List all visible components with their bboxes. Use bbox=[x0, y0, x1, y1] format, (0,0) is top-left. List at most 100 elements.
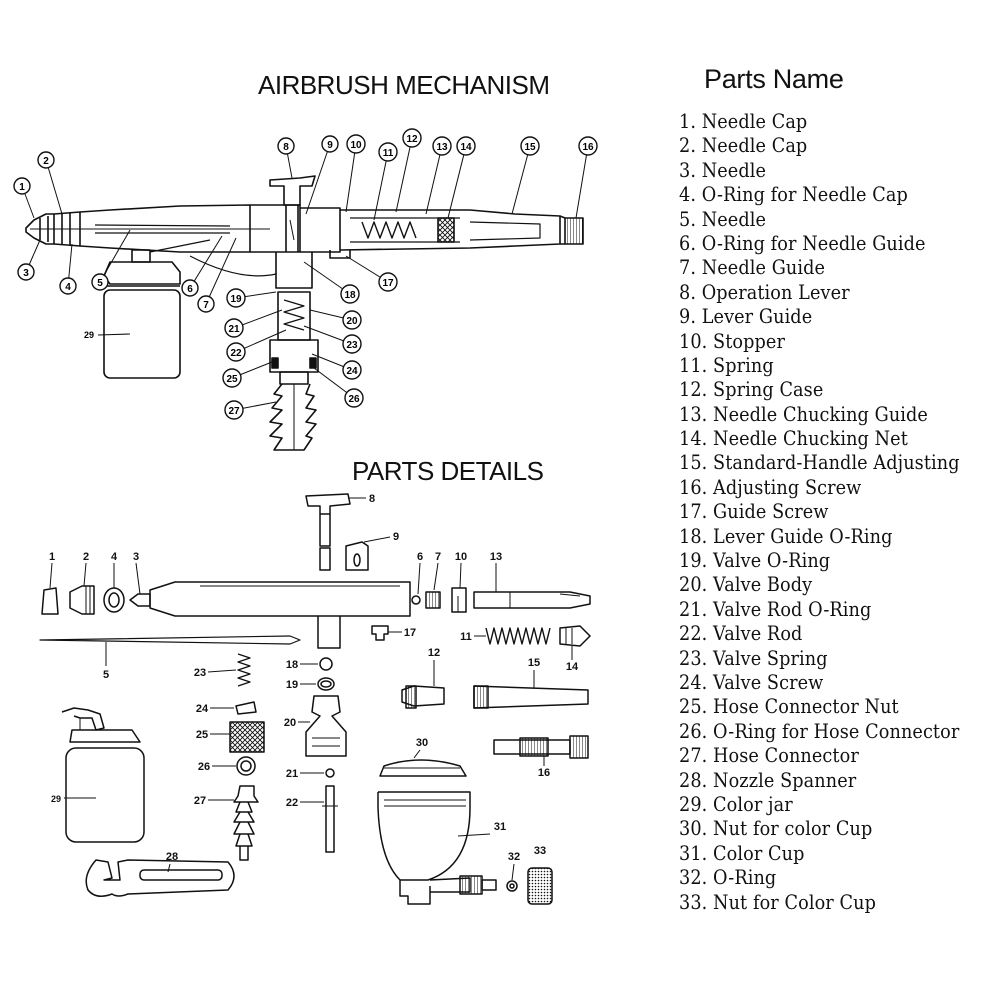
callout-11-label: 11 bbox=[383, 148, 394, 159]
detail-label-24: 24 bbox=[196, 703, 209, 715]
part-item: 13. Needle Chucking Guide bbox=[679, 402, 928, 426]
part-item: 12. Spring Case bbox=[679, 378, 824, 402]
mechanism-title: AIRBRUSH MECHANISM bbox=[258, 70, 550, 100]
detail-label-11: 11 bbox=[460, 631, 472, 643]
callout-4-label: 4 bbox=[65, 282, 71, 293]
callout-22-label: 22 bbox=[230, 348, 242, 359]
callout-12-label: 12 bbox=[406, 134, 418, 145]
detail-label-13: 13 bbox=[490, 551, 502, 563]
callout-25-label: 25 bbox=[226, 374, 238, 385]
callout-23: 23 bbox=[303, 325, 362, 354]
part-item: 22. Valve Rod bbox=[679, 622, 803, 646]
callout-3-label: 3 bbox=[23, 268, 29, 279]
callout-23-label: 23 bbox=[346, 340, 358, 351]
part-item: 15. Standard-Handle Adjusting bbox=[679, 451, 960, 475]
callout-10-label: 10 bbox=[350, 140, 362, 151]
callout-6-label: 6 bbox=[187, 284, 193, 295]
part-item: 8. Operation Lever bbox=[679, 280, 850, 304]
part-item: 5. Needle bbox=[679, 207, 767, 231]
callout-9-label: 9 bbox=[327, 140, 333, 151]
part-item: 29. Color jar bbox=[679, 792, 793, 816]
callout-27-label: 27 bbox=[228, 406, 240, 417]
callout-18-label: 18 bbox=[344, 290, 356, 301]
detail-label-19: 19 bbox=[286, 679, 298, 691]
callout-21: 21 bbox=[224, 309, 283, 338]
part-item: 30. Nut for color Cup bbox=[679, 817, 873, 841]
part-item: 10. Stopper bbox=[679, 329, 786, 353]
callout-16-label: 16 bbox=[582, 142, 594, 153]
callout-8: 8 bbox=[277, 137, 295, 179]
callout-17: 17 bbox=[345, 255, 398, 292]
callout-1-label: 1 bbox=[19, 182, 25, 193]
detail-label-33: 33 bbox=[534, 845, 546, 857]
detail-label-7: 7 bbox=[435, 551, 441, 563]
detail-label-17: 17 bbox=[404, 627, 416, 639]
part-item: 9. Lever Guide bbox=[679, 305, 813, 329]
part-item: 14. Needle Chucking Net bbox=[679, 427, 908, 451]
callout-18: 18 bbox=[303, 261, 360, 304]
part-item: 31. Color Cup bbox=[679, 841, 805, 865]
part-item: 33. Nut for Color Cup bbox=[679, 890, 876, 914]
part-item: 7. Needle Guide bbox=[679, 256, 826, 280]
callout-15: 15 bbox=[511, 136, 540, 215]
part-item: 2. Needle Cap bbox=[679, 134, 808, 158]
callout-11: 11 bbox=[373, 142, 398, 221]
parts-details bbox=[39, 493, 591, 905]
callout-5-label: 5 bbox=[97, 278, 103, 289]
part-item: 27. Hose Connector bbox=[679, 744, 859, 768]
callout-2: 2 bbox=[37, 151, 63, 215]
detail-label-3: 3 bbox=[133, 551, 139, 563]
detail-label-28: 28 bbox=[166, 851, 178, 863]
callout-10: 10 bbox=[345, 134, 366, 213]
callout-24: 24 bbox=[311, 353, 362, 380]
part-item: 18. Lever Guide O-Ring bbox=[679, 524, 893, 548]
callout-3: 3 bbox=[17, 239, 41, 281]
part-item: 4. O-Ring for Needle Cap bbox=[679, 183, 908, 207]
callout-7-label: 7 bbox=[203, 300, 209, 311]
callout-19-label: 19 bbox=[230, 294, 242, 305]
part-item: 32. O-Ring bbox=[679, 866, 777, 890]
detail-label-9: 9 bbox=[393, 531, 399, 543]
callout-17-label: 17 bbox=[382, 278, 394, 289]
part-item: 26. O-Ring for Hose Connector bbox=[679, 719, 960, 743]
part-item: 16. Adjusting Screw bbox=[679, 475, 862, 499]
callout-12: 12 bbox=[395, 128, 422, 213]
detail-label-1: 1 bbox=[49, 551, 55, 563]
callout-15-label: 15 bbox=[524, 142, 536, 153]
detail-label-4: 4 bbox=[111, 551, 118, 563]
detail-label-26: 26 bbox=[198, 761, 210, 773]
callout-22: 22 bbox=[226, 329, 287, 362]
callout-6: 6 bbox=[181, 235, 223, 297]
callout-27: 27 bbox=[224, 400, 277, 420]
detail-label-32: 32 bbox=[508, 851, 520, 863]
detail-label-18: 18 bbox=[286, 659, 298, 671]
detail-label-29: 29 bbox=[51, 794, 61, 804]
part-item: 28. Nozzle Spanner bbox=[679, 768, 857, 792]
part-item: 1. Needle Cap bbox=[679, 110, 808, 133]
detail-label-20: 20 bbox=[284, 717, 296, 729]
mechanism-callouts: 1 2 3 4 5 6 7 8 9 10 11 12 13 14 15 16 1… bbox=[13, 128, 598, 420]
detail-label-15: 15 bbox=[528, 657, 540, 669]
detail-label-12: 12 bbox=[428, 647, 440, 659]
part-item: 20. Valve Body bbox=[679, 573, 813, 597]
callout-24-label: 24 bbox=[346, 366, 358, 377]
callout-19: 19 bbox=[226, 288, 277, 308]
detail-label-22: 22 bbox=[286, 797, 298, 809]
part-item: 21. Valve Rod O-Ring bbox=[679, 597, 872, 621]
parts-name-title: Parts Name bbox=[704, 64, 844, 94]
detail-label-16: 16 bbox=[538, 767, 550, 779]
callout-25: 25 bbox=[222, 361, 273, 388]
part-item: 17. Guide Screw bbox=[679, 500, 829, 524]
detail-label-2: 2 bbox=[83, 551, 89, 563]
detail-label-23: 23 bbox=[194, 667, 206, 679]
part-item: 6. O-Ring for Needle Guide bbox=[679, 231, 926, 255]
detail-label-21: 21 bbox=[286, 768, 298, 780]
part-item: 24. Valve Screw bbox=[679, 670, 824, 694]
parts-list: 1. Needle Cap 2. Needle Cap 3. Needle 4.… bbox=[679, 110, 984, 915]
callout-4: 4 bbox=[59, 243, 77, 295]
callout-21-label: 21 bbox=[228, 324, 240, 335]
detail-label-30: 30 bbox=[416, 737, 428, 749]
callout-14-label: 14 bbox=[460, 142, 472, 153]
part-item: 11. Spring bbox=[679, 353, 774, 377]
